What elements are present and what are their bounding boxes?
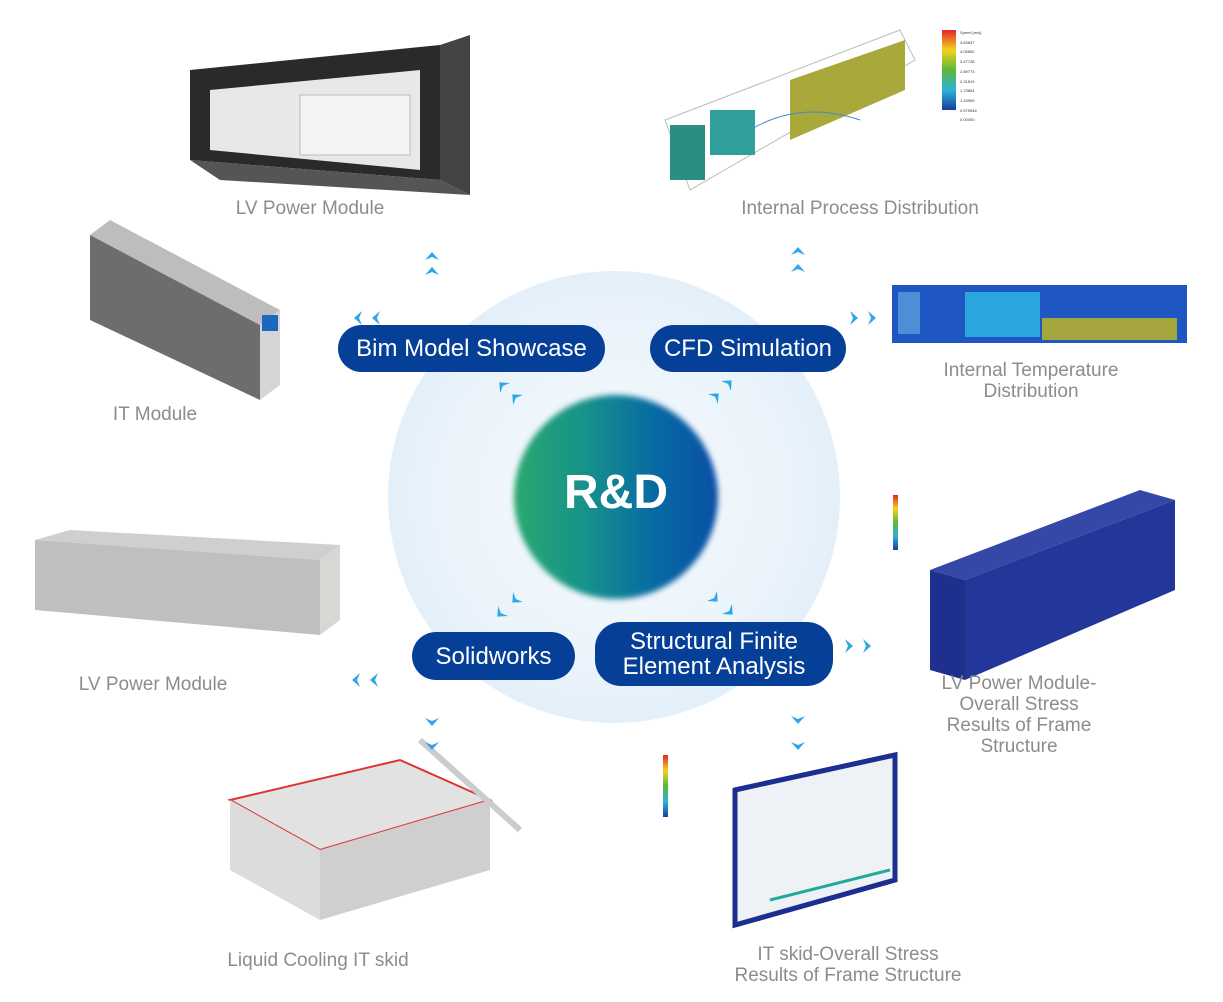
- liquid-cooling-skid-image: [227, 737, 523, 920]
- legend-value: 3.47728: [960, 59, 975, 65]
- bim-model-showcase-pill[interactable]: Bim Model Showcase: [338, 325, 605, 372]
- caption-internal-temperature: Internal Temperature Distribution: [943, 360, 1119, 402]
- caption-internal-process: Internal Process Distribution: [741, 198, 979, 219]
- legend-value: 2.31819: [960, 78, 975, 84]
- legend-value: 4.05682: [960, 49, 975, 55]
- legend-value: 1.15909: [960, 97, 975, 103]
- caption-lv-power-module-left: LV Power Module: [78, 674, 228, 695]
- rd-label: R&D: [564, 466, 668, 519]
- rd-sphere: [514, 395, 718, 599]
- legend-title: Speed [m/s]: [960, 30, 982, 35]
- lv-power-module-image: [190, 35, 470, 195]
- legend-value: 1.73864: [960, 88, 975, 94]
- caption-it-module: IT Module: [112, 404, 198, 425]
- caption-liquid-cooling: Liquid Cooling IT skid: [227, 950, 409, 971]
- temperature-distribution-image: [892, 285, 1187, 343]
- caption-lv-power-module-top: LV Power Module: [235, 198, 385, 219]
- it-skid-stress-image: [663, 751, 898, 929]
- caption-lv-stress: LV Power Module-Overall Stress Results o…: [941, 673, 1097, 757]
- cfd-process-image: [664, 29, 956, 191]
- cfd-simulation-pill[interactable]: CFD Simulation: [650, 325, 846, 372]
- lv-stress-image: [893, 490, 1175, 680]
- solidworks-pill[interactable]: Solidworks: [412, 632, 575, 680]
- caption-it-skid-stress: IT skid-Overall Stress Results of Frame …: [734, 944, 962, 986]
- legend-value: 2.89773: [960, 68, 975, 74]
- structural-fea-pill[interactable]: Structural Finite Element Analysis: [595, 622, 833, 686]
- legend-value: 4.63637: [960, 39, 975, 45]
- it-module-image: [90, 220, 280, 400]
- lv-power-container-image: [35, 530, 340, 635]
- legend-value: 0.00000: [960, 117, 975, 123]
- legend-value: 0.579546: [960, 107, 977, 113]
- cfd-legend: Speed [m/s] 4.63637 4.05682 3.47728 2.89…: [960, 28, 981, 125]
